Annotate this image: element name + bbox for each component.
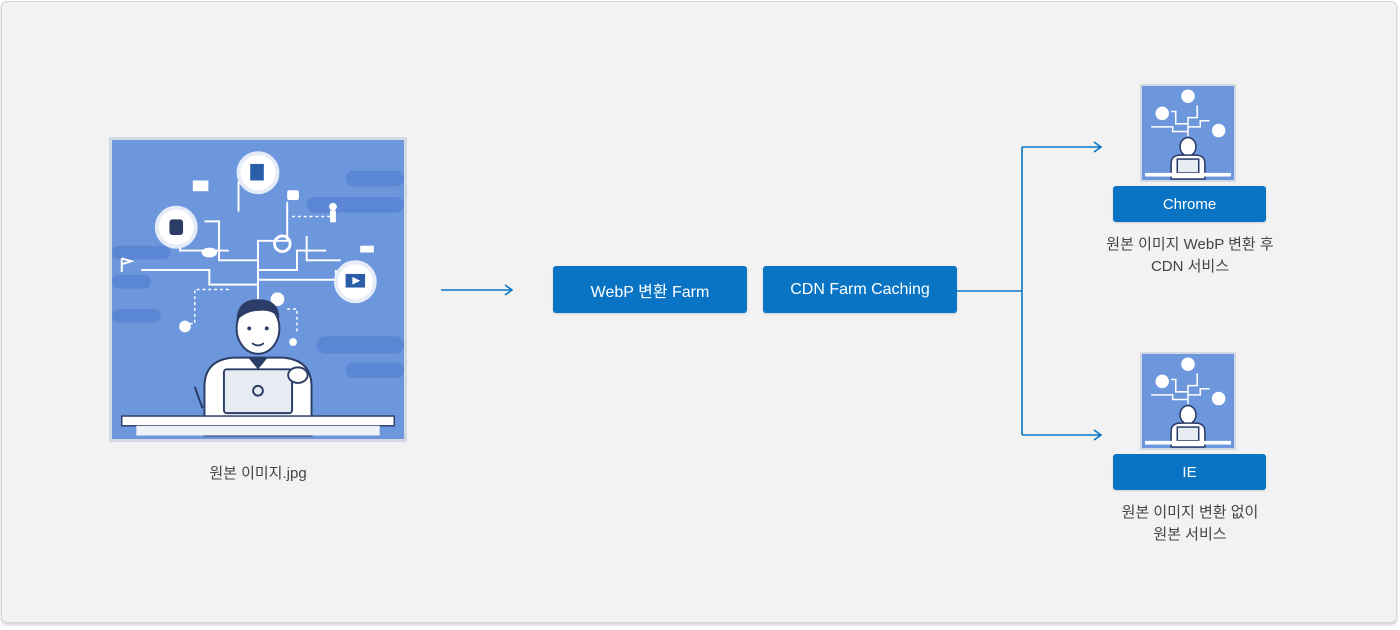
chrome-caption-line2: CDN 서비스: [1150, 258, 1230, 275]
webp-farm-box: WebP 변환 Farm: [553, 266, 747, 313]
tablet-icon-node: [236, 151, 280, 195]
source-image: [109, 137, 407, 442]
chrome-caption-line1: 원본 이미지 WebP 변환 후: [1106, 236, 1274, 253]
chrome-output-thumbnail: [1140, 84, 1236, 182]
cdn-farm-box: CDN Farm Caching: [763, 266, 957, 313]
watch-icon-node: [154, 205, 198, 249]
chrome-caption: 원본 이미지 WebP 변환 후 CDN 서비스: [1090, 234, 1290, 278]
ie-output-thumbnail: [1140, 352, 1236, 450]
ie-browser-box: IE: [1113, 454, 1266, 490]
ie-caption: 원본 이미지 변환 없이 원본 서비스: [1090, 502, 1290, 546]
chrome-browser-box: Chrome: [1113, 186, 1266, 222]
ie-caption-line1: 원본 이미지 변환 없이: [1121, 504, 1259, 521]
developer-illustration-thumb: [1142, 355, 1234, 448]
video-icon-node: [333, 260, 377, 304]
ie-caption-line2: 원본 서비스: [1153, 526, 1227, 543]
developer-illustration-thumb: [1142, 87, 1234, 180]
developer-illustration: [112, 143, 404, 437]
source-caption: 원본 이미지.jpg: [209, 465, 307, 482]
